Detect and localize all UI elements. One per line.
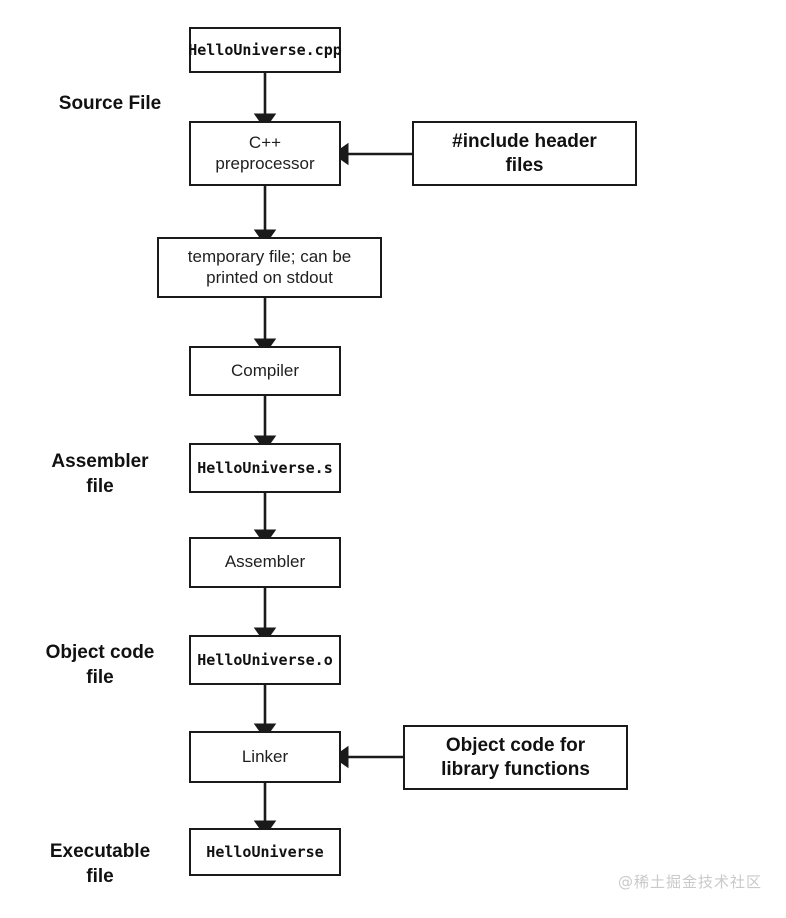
node-label: HelloUniverse.o [197, 650, 333, 669]
stage-label-assembler-file: Assembler file [51, 451, 149, 497]
node-temporary-file: temporary file; can be printed on stdout [157, 237, 382, 298]
node-label: HelloUniverse.s [197, 458, 333, 477]
stage-label-object-code-file: Object code file [45, 642, 155, 688]
node-helloUniverse-s: HelloUniverse.s [189, 443, 341, 493]
node-label: HelloUniverse [206, 842, 324, 861]
stage-label-source-file: Source File [58, 93, 162, 114]
node-label: Object code for library functions [441, 735, 590, 780]
watermark: @稀土掘金技术社区 [618, 873, 763, 891]
node-label: HelloUniverse.cpp [188, 40, 342, 59]
node-label: #include header files [452, 131, 597, 176]
node-label: Linker [241, 746, 289, 766]
node-linker: Linker [189, 731, 341, 783]
node-label: Assembler [224, 552, 306, 572]
node-label: Compiler [230, 360, 300, 380]
stage-label-executable-file: Executable file [49, 841, 151, 887]
node-object-code-library-functions: Object code for library functions [403, 725, 628, 790]
node-helloUniverse-cpp: HelloUniverse.cpp [188, 27, 342, 73]
node-label: C++ preprocessor [215, 132, 315, 173]
node-cpp-preprocessor: C++ preprocessor [189, 121, 341, 186]
node-label: temporary file; can be printed on stdout [187, 246, 352, 287]
node-include-header-files: #include header files [412, 121, 637, 186]
node-helloUniverse: HelloUniverse [189, 828, 341, 876]
node-helloUniverse-o: HelloUniverse.o [189, 635, 341, 685]
node-assembler: Assembler [189, 537, 341, 588]
node-compiler: Compiler [189, 346, 341, 396]
